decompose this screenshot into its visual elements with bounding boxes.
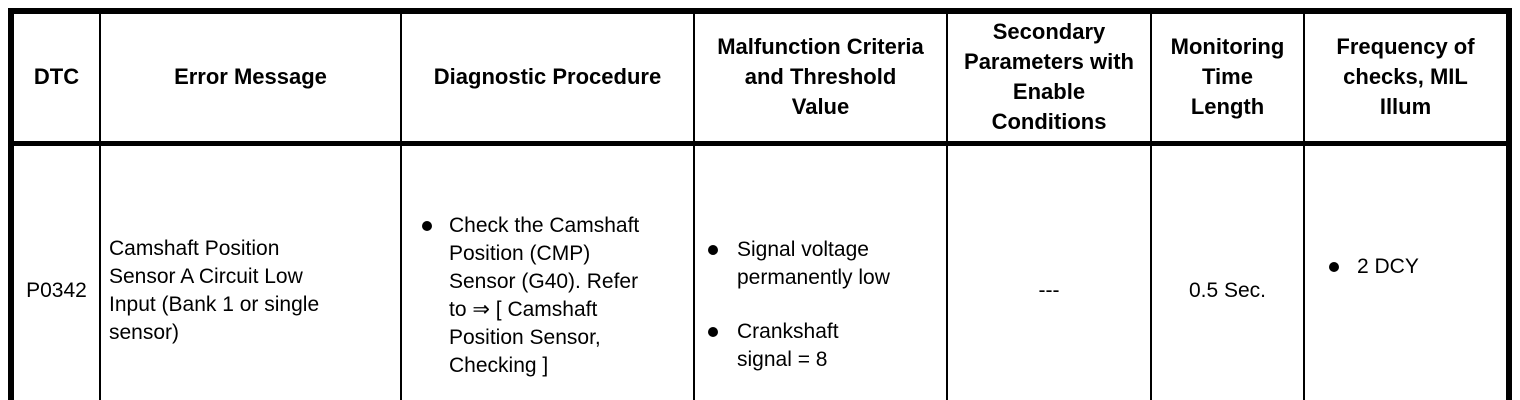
bullet-icon: [1329, 261, 1339, 272]
frequency-text: 2 DCY: [1357, 254, 1419, 278]
bullet-icon: [422, 220, 432, 231]
header-secondary-parameters: Secondary Parameters with Enable Conditi…: [946, 10, 1152, 146]
diagnostic-procedure-cell: Check the Camshaft Position (CMP) Sensor…: [400, 142, 695, 400]
malfunction-criteria-text: Crankshaft signal = 8: [737, 319, 839, 371]
header-malfunction-criteria: Malfunction Criteria and Threshold Value: [693, 10, 948, 146]
list-item: 2 DCY: [1329, 253, 1506, 281]
header-error-message: Error Message: [99, 10, 402, 146]
secondary-parameters-cell: ---: [946, 142, 1152, 400]
list-item: Crankshaft signal = 8: [708, 318, 946, 374]
list-item: Signal voltage permanently low: [708, 236, 946, 292]
frequency-content: 2 DCY: [1305, 197, 1506, 337]
table-header-row: DTC Error Message Diagnostic Procedure M…: [10, 10, 1510, 146]
frequency-of-checks-cell: 2 DCY: [1303, 142, 1510, 400]
frequency-list: 2 DCY: [1329, 253, 1506, 281]
header-diagnostic-procedure: Diagnostic Procedure: [400, 10, 695, 146]
header-monitoring-time: Monitoring Time Length: [1150, 10, 1305, 146]
dtc-code-cell: P0342: [10, 142, 101, 400]
list-item: Check the Camshaft Position (CMP) Sensor…: [422, 212, 693, 380]
header-dtc: DTC: [10, 10, 101, 146]
bullet-icon: [708, 326, 718, 337]
malfunction-criteria-list: Signal voltage permanently low Crankshaf…: [708, 236, 946, 374]
bullet-icon: [708, 244, 718, 255]
header-frequency-of-checks: Frequency of checks, MIL Illum: [1303, 10, 1510, 146]
malfunction-criteria-text: Signal voltage permanently low: [737, 237, 890, 289]
diagnostic-procedure-list: Check the Camshaft Position (CMP) Sensor…: [422, 212, 693, 380]
dtc-diagnostic-table: DTC Error Message Diagnostic Procedure M…: [8, 8, 1512, 400]
diagnostic-procedure-text: Check the Camshaft Position (CMP) Sensor…: [449, 213, 640, 377]
table-row: P0342 Camshaft Position Sensor A Circuit…: [10, 142, 1510, 400]
monitoring-time-cell: 0.5 Sec.: [1150, 142, 1305, 400]
malfunction-criteria-cell: Signal voltage permanently low Crankshaf…: [693, 142, 948, 400]
error-message-cell: Camshaft Position Sensor A Circuit Low I…: [99, 142, 402, 400]
